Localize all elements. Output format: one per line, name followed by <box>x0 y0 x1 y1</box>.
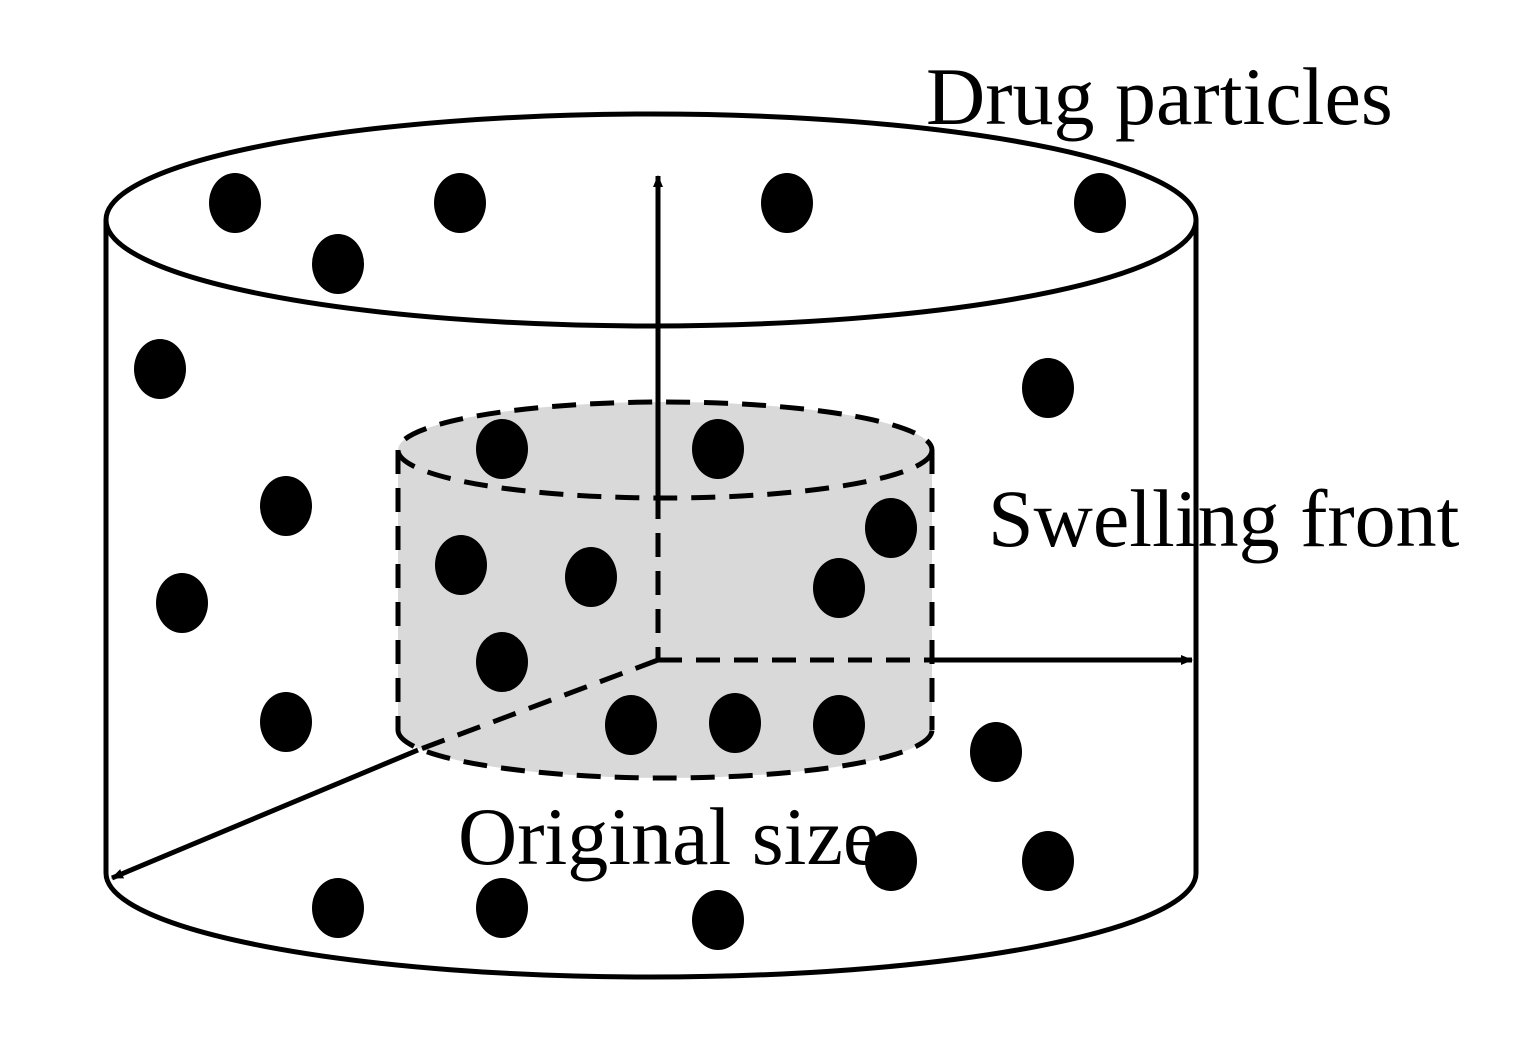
drug-particle <box>813 695 865 755</box>
drug-particle <box>865 498 917 558</box>
drug-particle <box>813 558 865 618</box>
drug-particle <box>1022 831 1074 891</box>
label-swelling-front: Swelling front <box>988 473 1460 564</box>
swollen-cylinder <box>103 111 1199 980</box>
original-size-cylinder-fill <box>398 402 932 778</box>
drug-particle <box>134 339 186 399</box>
drug-particle <box>692 890 744 950</box>
drug-particle <box>565 547 617 607</box>
expansion-arrows <box>111 175 1193 881</box>
drug-particle <box>209 173 261 233</box>
original-size-diagonal-axis <box>417 657 659 753</box>
drug-particle <box>1022 358 1074 418</box>
drug-particle <box>970 722 1022 782</box>
drug-particle <box>435 535 487 595</box>
drug-particle <box>761 173 813 233</box>
drug-particle <box>476 878 528 938</box>
original-size-bottom-rim <box>395 729 935 781</box>
label-drug-particles: Drug particles <box>926 51 1393 142</box>
swollen-bottom-rim <box>103 872 1199 980</box>
drug-particle <box>605 695 657 755</box>
arrow-down-left <box>111 747 419 881</box>
drug-particle <box>476 632 528 692</box>
drug-particle <box>312 234 364 294</box>
drug-particle <box>434 173 486 233</box>
drug-particle <box>312 878 364 938</box>
drug-particle <box>692 419 744 479</box>
original-size-cylinder <box>395 399 935 781</box>
label-original-size: Original size <box>458 791 879 882</box>
drug-particle <box>156 573 208 633</box>
drug-particle <box>709 693 761 753</box>
drug-particle <box>260 476 312 536</box>
swollen-top-ellipse <box>103 111 1199 329</box>
drug-particles-group <box>134 173 1126 950</box>
drug-particle <box>476 419 528 479</box>
drug-particle <box>865 831 917 891</box>
drug-particle <box>1074 173 1126 233</box>
drug-particle <box>260 692 312 752</box>
